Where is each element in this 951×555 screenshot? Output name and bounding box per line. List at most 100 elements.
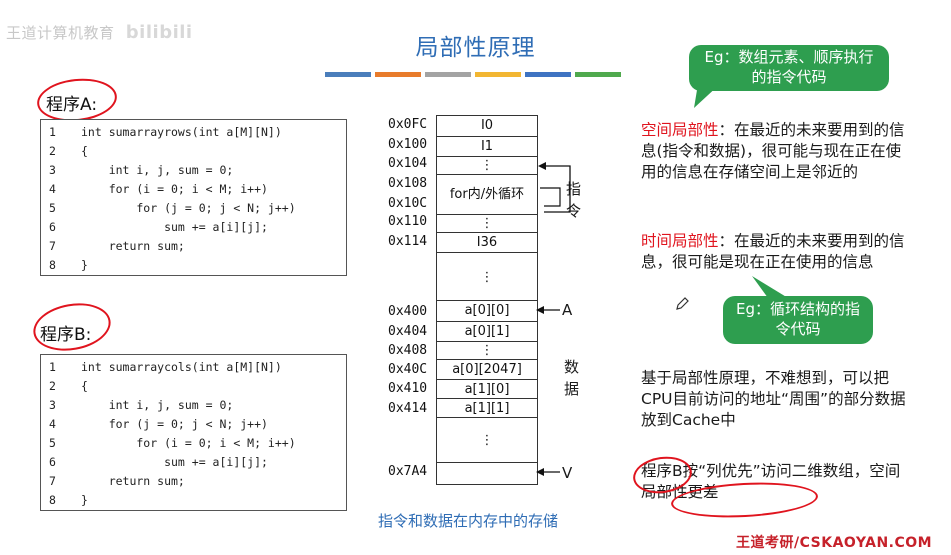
line-number: 1 (49, 360, 56, 374)
example-callout-temporal: Eg：循环结构的指令代码 (723, 296, 873, 344)
data-cell: ⋮ (437, 341, 537, 360)
spatial-locality-text: ：在最近的未来要用到的信息(指令和数据)，很可能与现在正在使用的信息在存储空间上… (641, 121, 905, 181)
watermark-text: 王道计算机教育 bilibili (6, 22, 193, 43)
marker-a-arrowhead (536, 306, 544, 314)
code-text: } (81, 258, 88, 272)
instruction-address: 0x10C (388, 196, 428, 211)
data-cell: a[1][1] (437, 398, 537, 418)
line-number: 2 (49, 144, 56, 158)
final-remark-paragraph: 程序B按“列优先”访问二维数组，空间局部性更差 (641, 461, 906, 503)
data-cell (437, 462, 537, 485)
color-bar-segment (475, 72, 521, 77)
line-number: 7 (49, 239, 56, 253)
line-number: 3 (49, 163, 56, 177)
instruction-address: 0x0FC (388, 117, 428, 132)
loop-arrow-inner (540, 187, 561, 207)
color-bar-segment (375, 72, 421, 77)
loop-arrow-outer (540, 165, 571, 213)
color-bar-segment (575, 72, 621, 77)
program-a-code: 1 int sumarrayrows(int a[M][N]) 2 {3 int i,… (40, 119, 347, 276)
program-a-highlight-circle (35, 74, 119, 126)
spatial-locality-term: 空间局部性 (641, 121, 719, 139)
spatial-locality-paragraph: 空间局部性：在最近的未来要用到的信息(指令和数据)，很可能与现在正在使用的信息在… (641, 120, 906, 183)
final-remark-text: 按“列优先”访问二维数组，空间局部性更差 (641, 462, 901, 501)
code-text: for (j = 0; j < N; j++) (81, 201, 296, 215)
instruction-cell: I1 (437, 136, 537, 157)
data-cell: a[0][0] (464, 303, 510, 318)
instruction-cell: for内/外循环 (437, 174, 537, 215)
footer-brand: 王道考研/CSKAOYAN.COM (736, 535, 933, 551)
instruction-address: 0x108 (388, 176, 428, 191)
code-text: return sum; (81, 474, 185, 488)
code-text: int sumarrayrows(int a[M][N]) (81, 125, 282, 139)
data-address: 0x400 (388, 304, 428, 319)
code-text: { (81, 379, 88, 393)
program-b-label: 程序B: (40, 325, 92, 345)
loop-arrowhead (538, 162, 546, 170)
bilibili-logo: bilibili (125, 22, 193, 43)
code-text: sum += a[i][j]; (81, 220, 268, 234)
temporal-locality-text: ：在最近的未来要用到的信息，很可能是现在正在使用的信息 (641, 232, 905, 271)
color-bar-segment (525, 72, 571, 77)
instruction-cell: I36 (437, 232, 537, 253)
line-number: 3 (49, 398, 56, 412)
slide-title: 局部性原理 (415, 35, 536, 61)
line-number: 5 (49, 201, 56, 215)
color-bar-segment (425, 72, 471, 77)
line-number: 7 (49, 474, 56, 488)
example-callout-spatial: Eg：数组元素、顺序执行的指令代码 (689, 45, 889, 91)
line-number: 8 (49, 493, 56, 507)
final-remark-program: 程序B (641, 462, 683, 480)
callout-spatial-tail (694, 84, 720, 108)
code-text: for (j = 0; j < N; j++) (81, 417, 268, 431)
instruction-cell: I0 (480, 118, 494, 133)
data-cell: a[0][1] (437, 321, 537, 342)
instruction-address: 0x114 (388, 234, 428, 249)
line-number: 4 (49, 417, 56, 431)
memory-caption: 指令和数据在内存中的存储 (378, 512, 559, 530)
instruction-address: 0x104 (388, 156, 428, 171)
callout-temporal-text: Eg：循环结构的指令代码 (736, 300, 860, 338)
data-address: 0x414 (388, 401, 428, 416)
data-cell: ⋮ (437, 417, 537, 463)
code-text: return sum; (81, 239, 185, 253)
marker-v-label: V (562, 464, 573, 482)
data-cell: a[0][2047] (437, 359, 537, 380)
code-text: int i, j, sum = 0; (81, 398, 234, 412)
pencil-icon (676, 297, 689, 310)
code-text: int sumarraycols(int a[M][N]) (81, 360, 282, 374)
instruction-label: 指令 (566, 180, 582, 220)
instruction-address: 0x110 (388, 214, 428, 229)
data-cell: a[1][0] (437, 379, 537, 399)
temporal-locality-paragraph: 时间局部性：在最近的未来要用到的信息，很可能是现在正在使用的信息 (641, 231, 906, 273)
line-number: 6 (49, 455, 56, 469)
line-number: 8 (49, 258, 56, 272)
callout-temporal-tail (752, 276, 788, 298)
code-text: } (81, 493, 88, 507)
instruction-cell: ⋮ (437, 156, 537, 175)
color-bar-segment (325, 72, 371, 77)
code-text: for (i = 0; i < M; i++) (81, 182, 268, 196)
data-memory-block: a[0][0]a[0][1]⋮a[0][2047]a[1][0]a[1][1]⋮ (436, 300, 538, 485)
marker-a-label: A (562, 301, 573, 319)
callout-spatial-text: Eg：数组元素、顺序执行的指令代码 (704, 48, 874, 86)
line-number: 2 (49, 379, 56, 393)
instruction-cell: ⋮ (437, 214, 537, 233)
memory-arrows (536, 162, 571, 476)
code-text: int i, j, sum = 0; (81, 163, 234, 177)
line-number: 1 (49, 125, 56, 139)
marker-v-arrowhead (536, 468, 544, 476)
data-address: 0x404 (388, 324, 428, 339)
conclusion-paragraph: 基于局部性原理，不难想到，可以把CPU目前访问的地址“周围”的部分数据放到Cac… (641, 369, 906, 429)
program-a-label: 程序A: (46, 95, 98, 115)
code-text: for (i = 0; i < M; i++) (81, 436, 296, 450)
temporal-locality-term: 时间局部性 (641, 232, 719, 250)
code-text: sum += a[i][j]; (81, 455, 268, 469)
instruction-address: 0x100 (388, 137, 428, 152)
data-address: 0x40C (388, 362, 428, 377)
code-text: { (81, 144, 88, 158)
program-b-highlight-circle (29, 297, 115, 357)
data-address: 0x408 (388, 343, 428, 358)
line-number: 4 (49, 182, 56, 196)
